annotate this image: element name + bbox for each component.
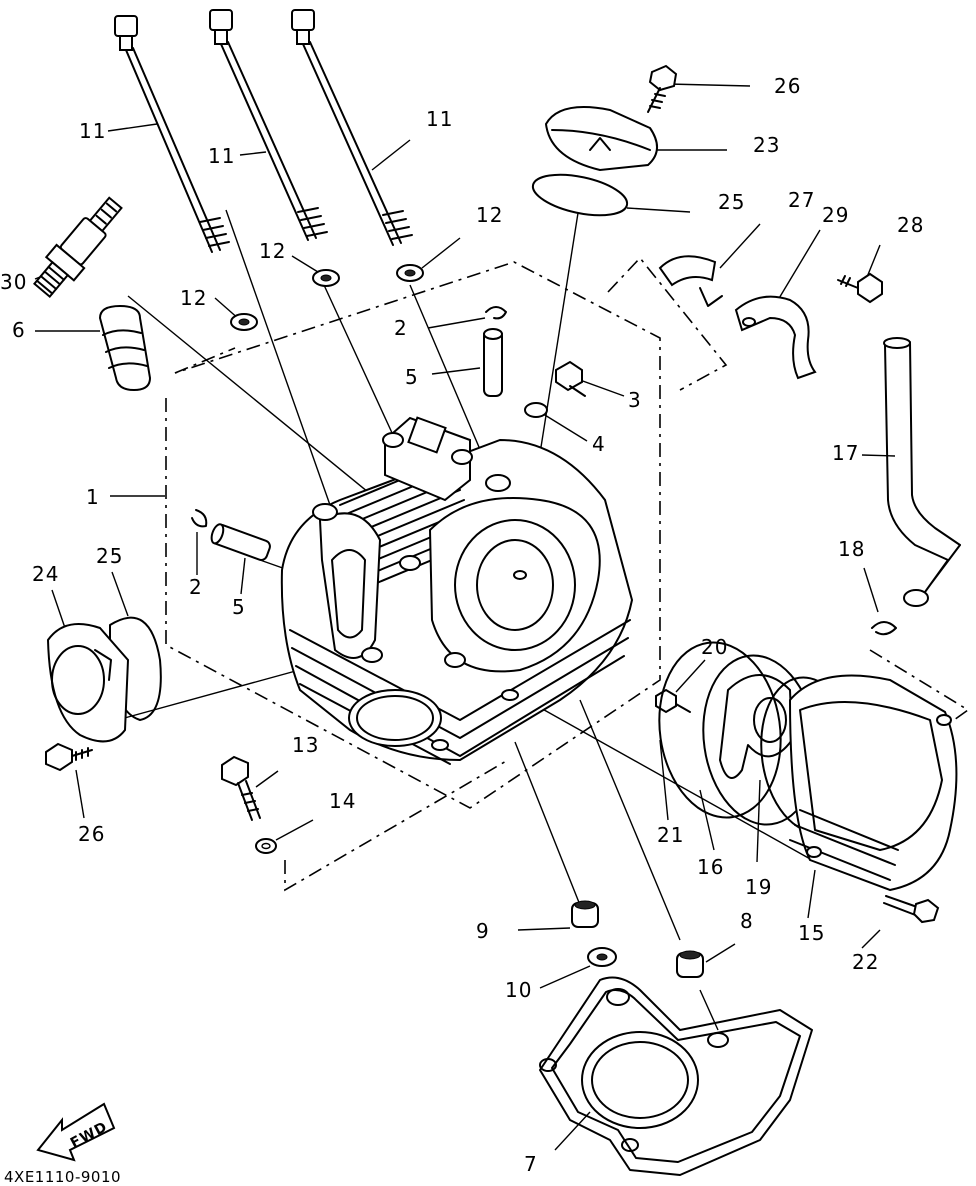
clip-18 [871, 621, 897, 636]
side-cover-24 [46, 616, 162, 743]
callout-11-b: 11 [208, 144, 235, 168]
callout-5-a: 5 [405, 365, 419, 389]
stud-bolts [114, 9, 413, 253]
callout-25-left: 25 [96, 544, 123, 568]
bolt-lower-26 [45, 742, 93, 772]
tappet-cover-15 [788, 674, 958, 892]
dowel-pins-lower [571, 900, 704, 978]
cap-upper-23 [544, 64, 678, 172]
breather-hose-17 [883, 337, 961, 607]
callout-30: 30 [0, 270, 27, 294]
spark-plug [33, 196, 123, 299]
forward-arrow-icon: FWD [36, 1102, 116, 1162]
callout-24: 24 [32, 562, 59, 586]
callout-2-b: 2 [189, 575, 203, 599]
callout-27: 27 [788, 188, 815, 212]
washer-4 [524, 402, 548, 418]
callout-26-top: 26 [774, 74, 801, 98]
callout-6: 6 [12, 318, 26, 342]
dowel-pins [191, 306, 507, 561]
callout-3: 3 [628, 388, 642, 412]
callout-22: 22 [852, 950, 879, 974]
bolt-3 [555, 360, 586, 397]
callout-1: 1 [86, 485, 100, 509]
callout-numbers: 26 23 11 11 11 25 27 29 28 12 12 12 30 2… [0, 74, 924, 1176]
callout-17: 17 [832, 441, 859, 465]
callout-25-top: 25 [718, 190, 745, 214]
callout-9: 9 [476, 919, 490, 943]
callout-8: 8 [740, 909, 754, 933]
breather-bracket [658, 255, 883, 380]
callout-29: 29 [822, 203, 849, 227]
callout-2-a: 2 [394, 316, 408, 340]
callout-20: 20 [701, 635, 728, 659]
callout-15: 15 [798, 921, 825, 945]
callout-23: 23 [753, 133, 780, 157]
callout-4: 4 [592, 432, 606, 456]
callout-21: 21 [657, 823, 684, 847]
washers [230, 264, 617, 967]
bolt-13 [221, 755, 261, 821]
bolt-22 [883, 895, 940, 924]
callout-26-left: 26 [78, 822, 105, 846]
cylinder-head [280, 416, 634, 765]
callout-28: 28 [897, 213, 924, 237]
callout-7: 7 [524, 1152, 538, 1176]
cylinder-gasket-7 [539, 976, 813, 1176]
callout-16: 16 [697, 855, 724, 879]
callout-10: 10 [505, 978, 532, 1002]
o-ring-upper [531, 173, 629, 217]
callout-12-a: 12 [476, 203, 503, 227]
callout-11-a: 11 [79, 119, 106, 143]
callout-12-c: 12 [180, 286, 207, 310]
callout-19: 19 [745, 875, 772, 899]
callout-14: 14 [329, 789, 356, 813]
callout-5-b: 5 [232, 595, 246, 619]
valve-guide-6 [98, 304, 152, 392]
callout-11-c: 11 [426, 107, 453, 131]
callout-18: 18 [838, 537, 865, 561]
drawing-code: 4XE1110-9010 [4, 1168, 122, 1186]
callout-12-b: 12 [259, 239, 286, 263]
callout-13: 13 [292, 733, 319, 757]
